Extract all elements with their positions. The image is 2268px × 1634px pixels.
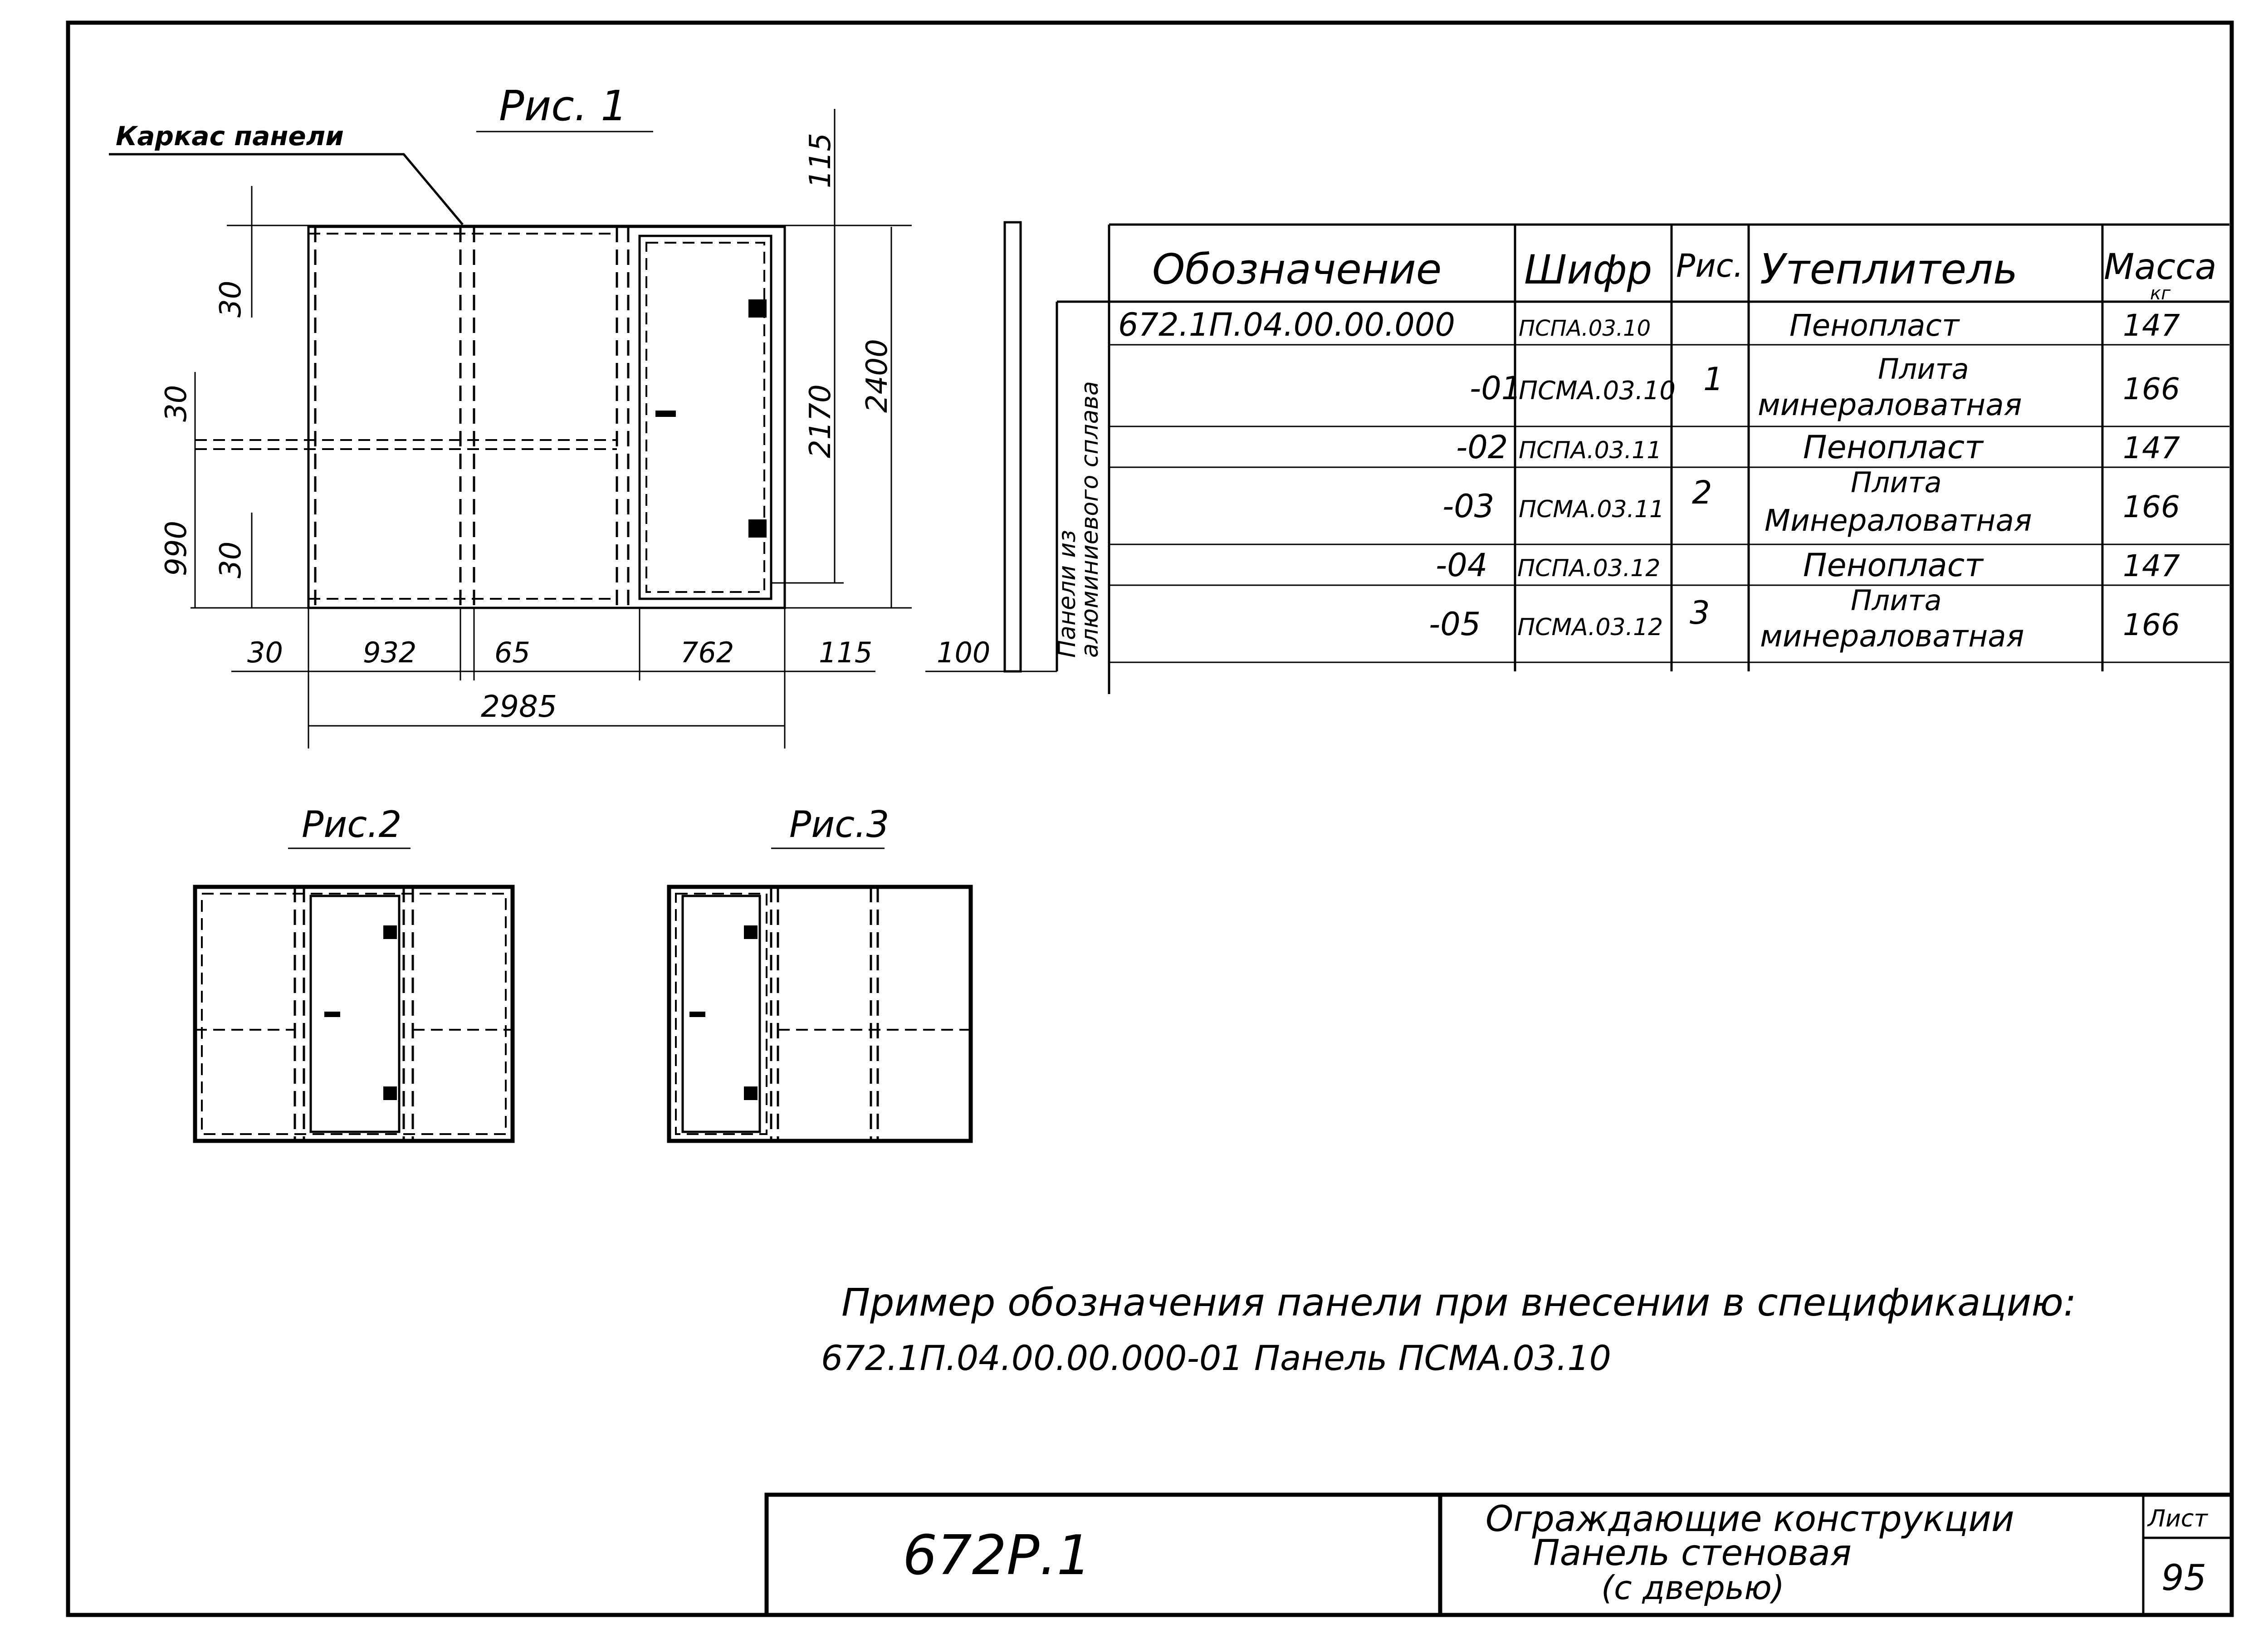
row-mass: 166 <box>2123 607 2180 642</box>
fig2-door <box>309 895 401 1133</box>
fig2-title: Рис.2 <box>302 803 402 846</box>
dim-30-bottom-row: 30 <box>247 636 283 669</box>
note-line-2: 672.1П.04.00.00.000-01 Панель ПСМА.03.10 <box>821 1338 1611 1378</box>
note-line-1: Пример обозначения панели при внесении в… <box>841 1280 2076 1325</box>
dim-932: 932 <box>363 636 416 669</box>
dim-30-mid: 30 <box>160 385 193 422</box>
row-designation: -01 <box>1470 370 1521 407</box>
frame-leader-label: Каркас панели <box>116 121 344 152</box>
hinge-icon <box>383 925 397 939</box>
table-header-designation: Обозначение <box>1152 245 1442 294</box>
row-code: ПСПА.03.10 <box>1519 316 1651 341</box>
table-header-mass: Масса <box>2104 247 2217 288</box>
row-mass: 166 <box>2123 489 2180 524</box>
dim-2170: 2170 <box>804 384 837 458</box>
row-designation: -02 <box>1456 429 1508 466</box>
row-code: ПСПА.03.11 <box>1519 437 1662 464</box>
side-section <box>1003 221 1022 673</box>
row-designation: 672.1П.04.00.00.000 <box>1118 306 1455 343</box>
row-code: ПСМА.03.11 <box>1519 496 1664 523</box>
row-insulation: Пенопласт <box>1789 308 1960 343</box>
hinge-icon <box>748 299 767 318</box>
fig1-panel-outline <box>307 225 786 609</box>
door-handle-icon <box>655 411 676 417</box>
row-fig: 2 <box>1692 474 1712 511</box>
fig2-outline <box>193 885 515 1143</box>
dim-762: 762 <box>680 636 734 669</box>
dim-2985: 2985 <box>481 689 557 724</box>
table-header-unit: кг <box>2150 283 2171 304</box>
row-insulation-1: Плита <box>1851 584 1942 617</box>
table-header-insulation: Утеплитель <box>1760 245 2018 294</box>
row-insulation-1: Плита <box>1851 466 1942 499</box>
fig3-title: Рис.3 <box>789 803 890 846</box>
table-header-fig: Рис. <box>1676 247 1743 284</box>
dim-100: 100 <box>937 636 990 669</box>
row-insulation: Пенопласт <box>1803 547 1984 584</box>
dim-115-bottom: 115 <box>819 636 872 669</box>
hinge-icon <box>748 519 767 538</box>
row-fig: 3 <box>1690 594 1710 631</box>
fig2-frame-inner <box>201 893 507 1135</box>
table-side-label-1: Панели из <box>1054 530 1081 658</box>
row-fig: 1 <box>1703 361 1724 398</box>
fig1-door <box>638 235 772 600</box>
dim-65: 65 <box>494 636 530 669</box>
row-designation: -04 <box>1436 547 1487 584</box>
title-block-title-1: Ограждающие конструкции <box>1486 1499 2014 1540</box>
sheet-label: Лист <box>2147 1505 2208 1532</box>
row-code: ПСПА.03.12 <box>1517 555 1660 582</box>
table-side-label-2: алюминиевого сплава <box>1076 381 1104 658</box>
sheet-number: 95 <box>2161 1558 2206 1599</box>
door-handle-icon <box>324 1012 340 1017</box>
spec-table <box>1056 223 2229 694</box>
row-mass: 147 <box>2123 548 2180 583</box>
fig3-door <box>681 895 761 1133</box>
row-insulation-2: минераловатная <box>1760 619 2024 654</box>
row-mass: 166 <box>2123 372 2180 406</box>
fig3-door-frame <box>675 893 767 1135</box>
dim-30-bottom: 30 <box>214 542 248 578</box>
row-code: ПСМА.03.10 <box>1519 376 1676 406</box>
door-handle-icon <box>689 1012 705 1017</box>
hinge-icon <box>744 925 758 939</box>
row-insulation: Пенопласт <box>1803 429 1984 466</box>
fig1-door-inner <box>645 242 765 593</box>
dim-115-top: 115 <box>804 133 837 188</box>
dim-2400: 2400 <box>860 339 894 413</box>
hinge-icon <box>383 1086 397 1100</box>
title-block <box>764 1492 2234 1617</box>
dim-990: 990 <box>160 521 193 576</box>
row-designation: -03 <box>1442 488 1494 525</box>
row-mass: 147 <box>2123 308 2180 343</box>
hinge-icon <box>744 1086 758 1100</box>
dim-30-top: 30 <box>214 281 248 318</box>
frame-leader-line <box>109 153 464 225</box>
row-code: ПСМА.03.12 <box>1517 614 1663 641</box>
row-insulation-2: Минераловатная <box>1765 503 2032 538</box>
fig3-outline <box>667 885 973 1143</box>
row-insulation-1: Плита <box>1878 352 1969 386</box>
fig1-title: Рис. 1 <box>499 82 627 130</box>
row-designation: -05 <box>1429 606 1481 643</box>
table-header-code: Шифр <box>1524 246 1652 293</box>
title-block-code: 672Р.1 <box>903 1524 1091 1587</box>
title-block-title-2: Панель стеновая <box>1533 1533 1852 1574</box>
title-block-title-3: (с дверью) <box>1601 1569 1784 1607</box>
row-insulation-2: минераловатная <box>1758 387 2022 422</box>
row-mass: 147 <box>2123 431 2180 465</box>
